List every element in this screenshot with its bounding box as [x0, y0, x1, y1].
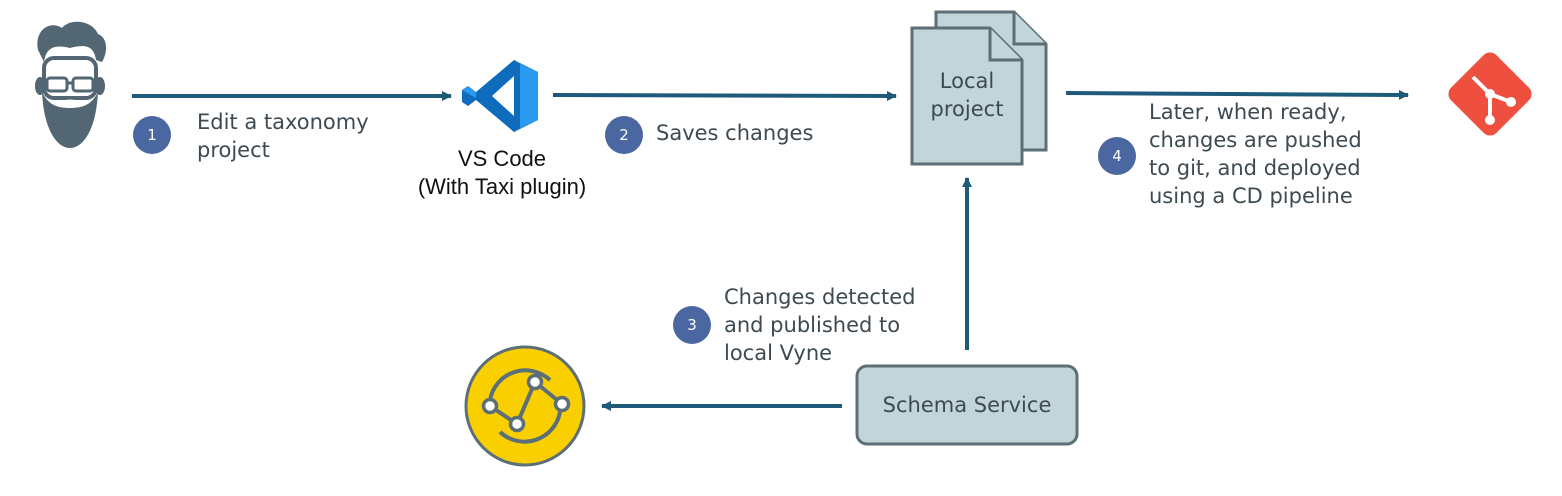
step-3-label-line-3: local Vyne	[724, 341, 833, 365]
step-4-label-line-3: to git, and deployed	[1149, 156, 1361, 180]
vscode-icon	[462, 60, 538, 132]
step-2-badge: 2	[605, 116, 643, 154]
local-project-label-line-1: Local	[939, 69, 995, 93]
step-4-label-line-2: changes are pushed	[1149, 128, 1362, 152]
step-1-badge: 1	[133, 116, 171, 154]
schema-service-label: Schema Service	[882, 393, 1052, 417]
step-4-label-line-1: Later, when ready,	[1149, 100, 1347, 124]
step-2-label: Saves changes	[656, 121, 814, 145]
developer-avatar-icon	[35, 21, 107, 148]
step-1-label-line-2: project	[197, 138, 270, 162]
step-4-badge: 4	[1098, 137, 1136, 175]
step-4-label-line-4: using a CD pipeline	[1149, 184, 1353, 208]
step-3-label-line-1: Changes detected	[724, 285, 916, 309]
schema-service-box	[855, 364, 1079, 446]
local-project-label-line-2: project	[930, 97, 1004, 121]
arrow-vscode-to-project	[552, 90, 897, 101]
vyne-icon	[464, 345, 586, 467]
vscode-label-line-2: (With Taxi plugin)	[417, 174, 587, 199]
vscode-label-line-1: VS Code	[457, 146, 547, 171]
git-icon	[1448, 52, 1532, 136]
step-3-badge: 3	[673, 306, 711, 344]
step-3-label-line-2: and published to	[724, 313, 901, 337]
arrow-project-to-git	[1065, 89, 1409, 100]
step-1-label-line-1: Edit a taxonomy	[197, 110, 369, 134]
documents-icon	[910, 10, 1048, 166]
